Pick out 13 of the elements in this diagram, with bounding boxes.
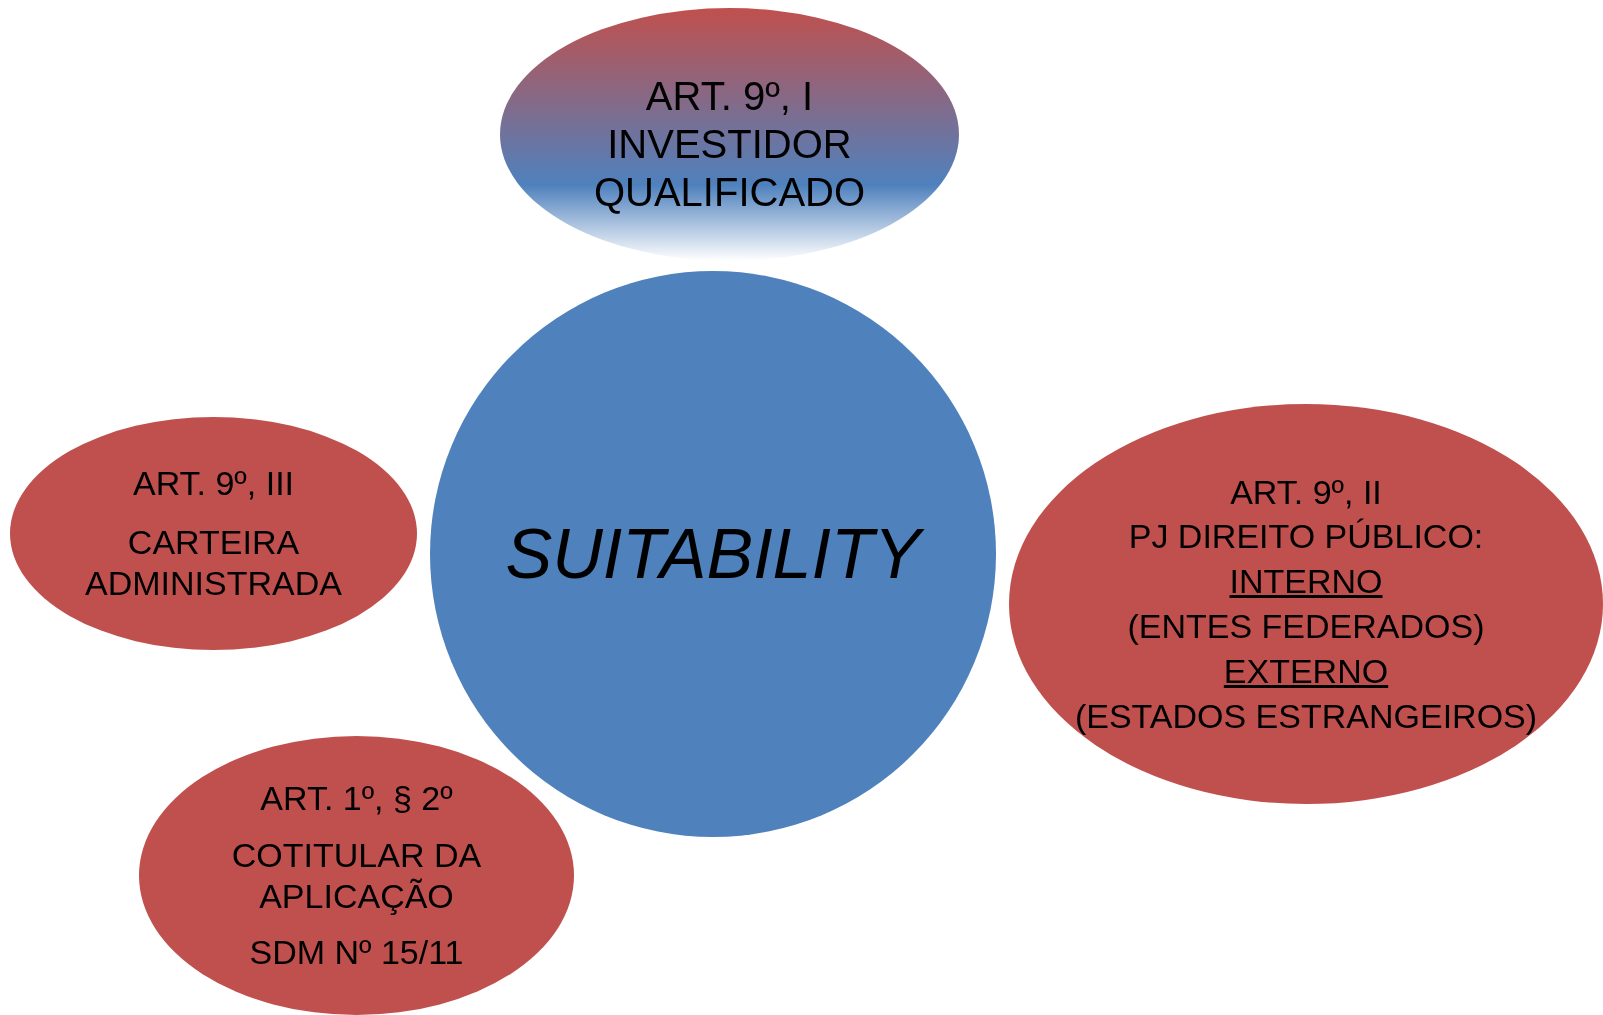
node-label: PJ DIREITO PÚBLICO: xyxy=(1128,516,1484,558)
node-label: CARTEIRA ADMINISTRADA xyxy=(84,522,343,604)
node-label: (ESTADOS ESTRANGEIROS) xyxy=(1074,695,1538,737)
node-label: EXTERNO xyxy=(1223,650,1389,692)
node-label: INTERNO xyxy=(1229,561,1383,602)
node-label: ART. 9º, I xyxy=(645,72,814,120)
node-label: ART. 9º, III xyxy=(132,463,295,505)
node-label: ART. 9º, II xyxy=(1230,471,1382,513)
node-label: COTITULAR DA APLICAÇÃO xyxy=(230,834,483,917)
node-label: SDM Nº 15/11 xyxy=(249,932,464,974)
node-label: (ENTES FEDERADOS) xyxy=(1127,606,1485,647)
node-label: ART. 1º, § 2º xyxy=(260,777,453,819)
node-label: INVESTIDOR QUALIFICADO xyxy=(592,120,867,216)
